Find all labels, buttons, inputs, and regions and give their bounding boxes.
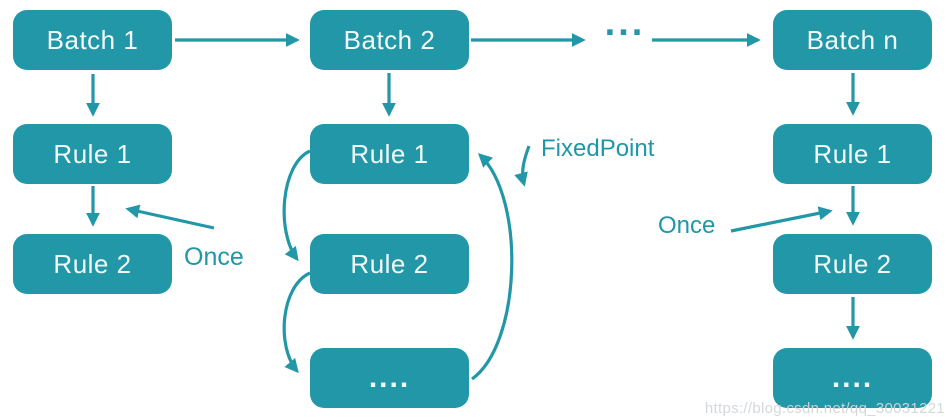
arrow-fixedpoint-pointer xyxy=(514,145,531,187)
batches-ellipsis: ... xyxy=(604,2,646,44)
curve-b2-rule1-to-rule2 xyxy=(282,149,311,262)
label-fixedpoint: FixedPoint xyxy=(541,135,655,162)
node-b2-rule-1: Rule 1 xyxy=(310,124,469,184)
node-b1-rule-1: Rule 1 xyxy=(13,124,172,184)
label-once-right: Once xyxy=(658,212,716,239)
curve-b2-more-to-rule1-fixedpoint-loop xyxy=(471,153,514,381)
node-b2-more-rules: .... xyxy=(310,348,469,408)
node-b2-rule-2: Rule 2 xyxy=(310,234,469,294)
node-bn-more-rules: .... xyxy=(773,348,932,408)
node-batch-n: Batch n xyxy=(773,10,932,70)
arrow-once-right-pointer xyxy=(730,206,833,233)
node-b1-rule-2: Rule 2 xyxy=(13,234,172,294)
node-bn-rule-1: Rule 1 xyxy=(773,124,932,184)
label-once-left: Once xyxy=(184,243,244,271)
node-bn-rule-2: Rule 2 xyxy=(773,234,932,294)
arrow-once-left-pointer xyxy=(125,204,215,230)
node-batch-1: Batch 1 xyxy=(13,10,172,70)
curve-b2-rule2-to-more xyxy=(282,271,311,374)
node-batch-2: Batch 2 xyxy=(310,10,469,70)
watermark-url: https://blog.csdn.net/qq_30031221 xyxy=(704,400,945,417)
